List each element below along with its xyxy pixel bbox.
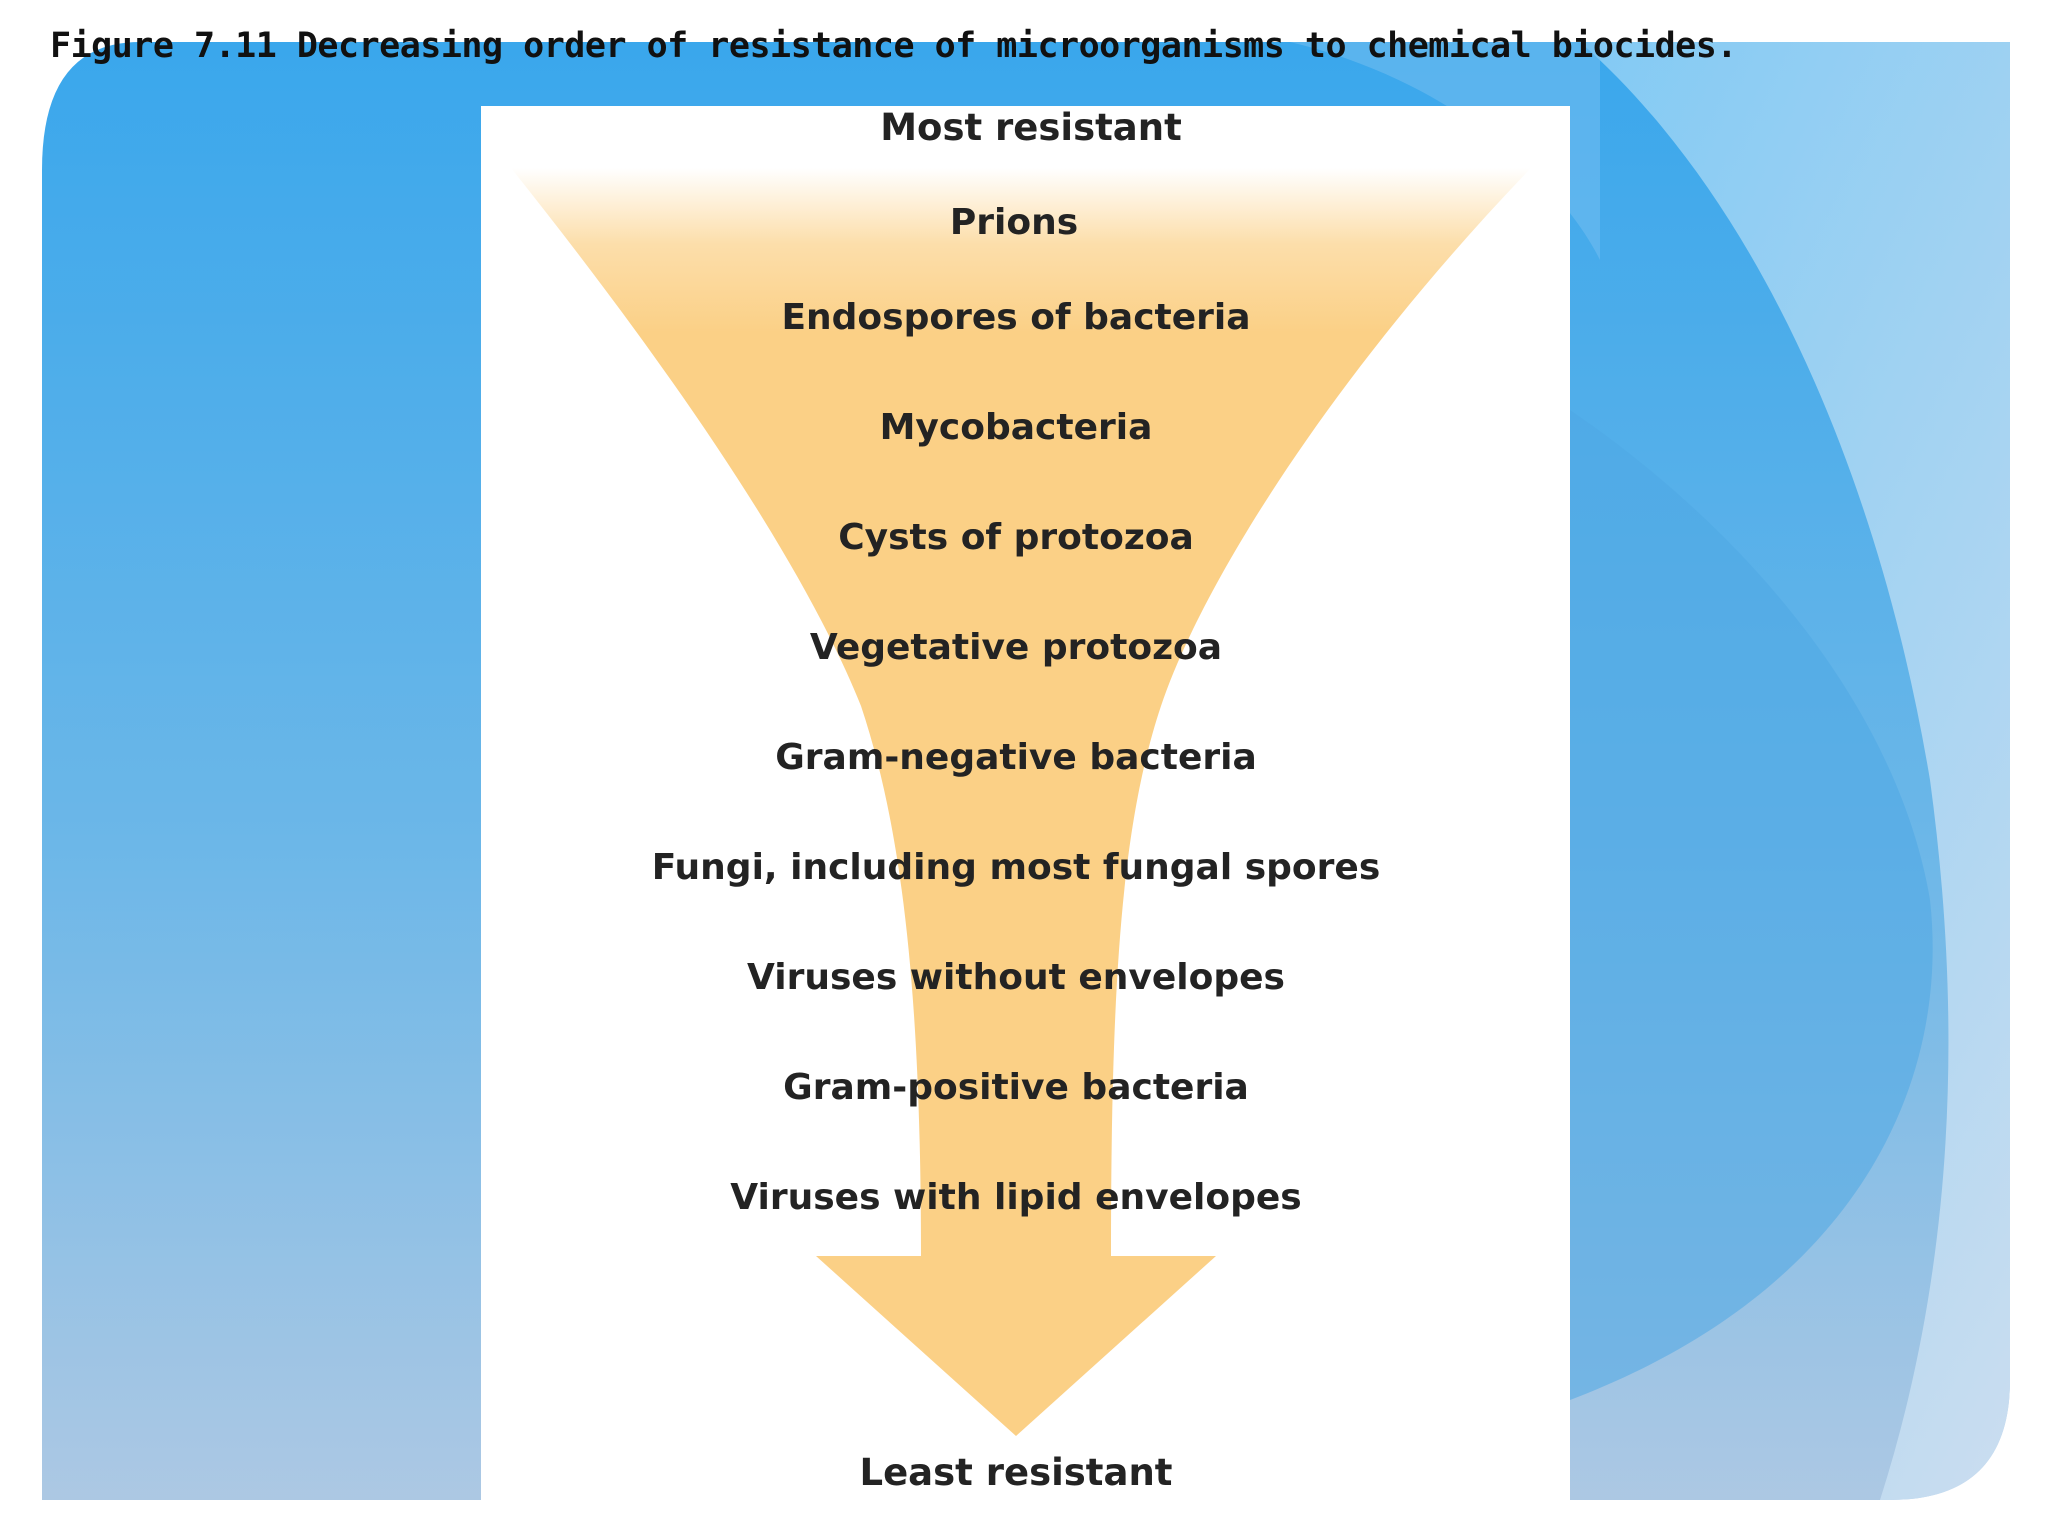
- figure-panel: Most resistant Prions Endospores of bact…: [481, 106, 1570, 1500]
- list-item-vegetative-protozoa: Vegetative protozoa: [809, 627, 1223, 668]
- list-item-prions: Prions: [949, 202, 1079, 243]
- most-resistant-label: Most resistant: [880, 106, 1182, 149]
- list-item-enveloped-viruses: Viruses with lipid envelopes: [730, 1177, 1302, 1218]
- list-item-mycobacteria: Mycobacteria: [879, 407, 1153, 448]
- list-item-gram-negative: Gram-negative bacteria: [775, 737, 1257, 778]
- slide-title: Figure 7.11 Decreasing order of resistan…: [50, 26, 1737, 66]
- list-item-gram-positive: Gram-positive bacteria: [783, 1067, 1249, 1108]
- list-item-fungi: Fungi, including most fungal spores: [651, 847, 1381, 888]
- list-item-nonenveloped-viruses: Viruses without envelopes: [747, 957, 1285, 998]
- least-resistant-label: Least resistant: [859, 1451, 1173, 1494]
- funnel-arrow: [511, 168, 1531, 1436]
- list-item-endospores: Endospores of bacteria: [781, 297, 1251, 338]
- list-item-protozoa-cysts: Cysts of protozoa: [838, 517, 1194, 558]
